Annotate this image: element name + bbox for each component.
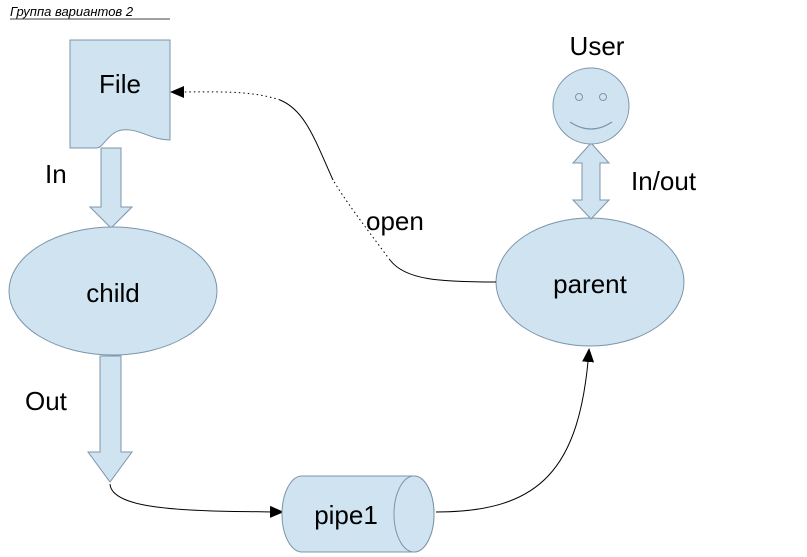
open-connector-solid [389,259,497,283]
user-node: User [552,31,630,145]
child-label: child [86,278,139,308]
inout-double-arrow [571,142,611,220]
smiley-left-eye [575,93,583,101]
child-ellipse [8,226,218,356]
open-connector-solid-mid [279,99,334,181]
open-connector-dotted-lower [332,179,391,261]
file-document-shape [69,39,171,149]
in-label: In [45,159,67,189]
smiley-face-icon [552,67,630,145]
parent-node: parent [495,217,685,347]
pipe1-label: pipe1 [314,500,378,530]
user-label: User [570,31,625,61]
open-label: open [366,206,424,236]
file-label: File [99,69,141,99]
out-label: Out [25,386,68,416]
pipe-to-parent-connector [435,348,595,513]
in-block-arrow [88,147,134,229]
out-to-pipe-connector [109,483,284,518]
smiley-mouth [569,121,613,130]
pipe1-end-cap [393,475,435,553]
diagram-title: Группа вариантов 2 [10,4,134,19]
pipe1-node: pipe1 [281,475,435,553]
inout-label: In/out [631,166,697,196]
parent-label: parent [553,269,627,299]
file-node: File [69,39,171,149]
smiley-right-eye [599,93,607,101]
child-node: child [8,226,218,356]
open-connector-dotted-upper [170,85,281,101]
out-block-arrow [87,355,133,483]
